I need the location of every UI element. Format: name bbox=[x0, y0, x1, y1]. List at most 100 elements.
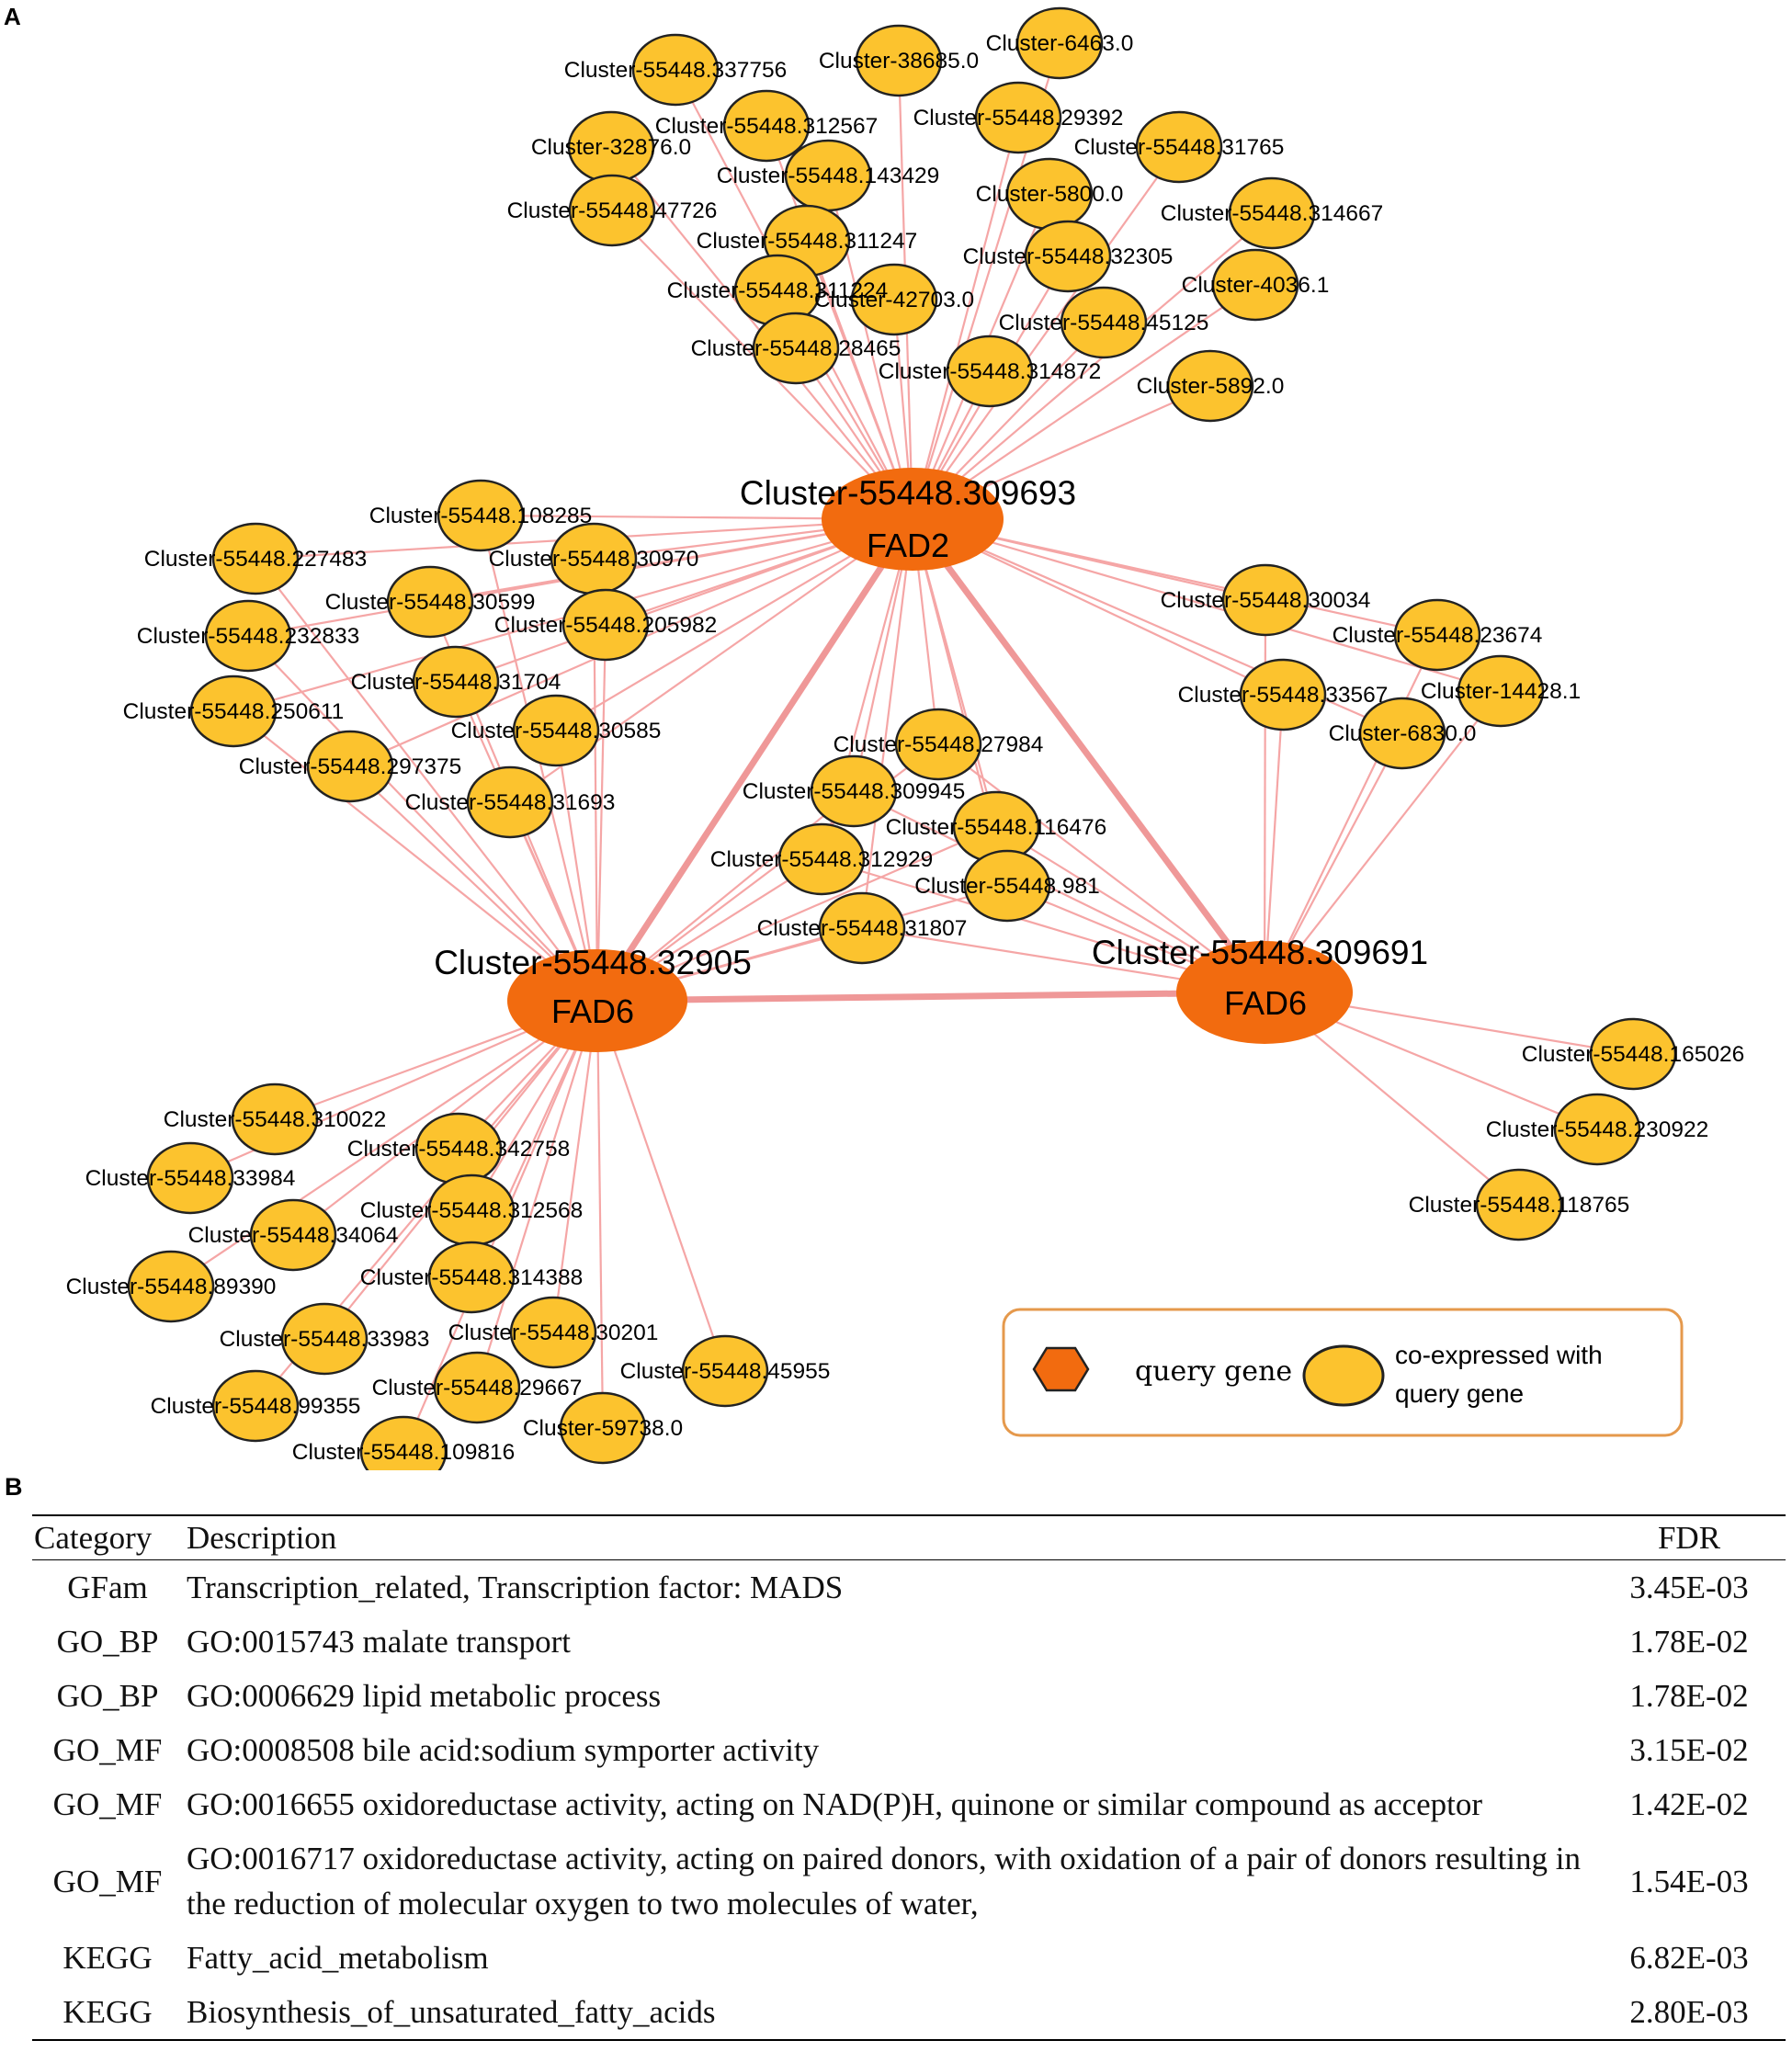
coexpressed-gene-node bbox=[1221, 563, 1310, 637]
gene-node-label: Cluster-55448.33567 bbox=[1178, 683, 1389, 708]
query-gene-name: Cluster-55448.309691 bbox=[1092, 934, 1428, 971]
coexpressed-gene-node bbox=[412, 645, 500, 719]
gene-node-label: Cluster-55448.310022 bbox=[164, 1107, 386, 1132]
row-description: Biosynthesis_of_unsaturated_fatty_acids bbox=[187, 1994, 716, 2030]
header-description: Description bbox=[187, 1520, 337, 1556]
row-category: GFam bbox=[67, 1570, 148, 1605]
edge bbox=[255, 558, 598, 1002]
gene-node-label: Cluster-55448.205982 bbox=[494, 613, 717, 638]
coexpressed-gene-node bbox=[231, 1083, 319, 1156]
gene-node-label: Cluster-55448.31765 bbox=[1074, 135, 1285, 160]
header-category: Category bbox=[34, 1520, 153, 1556]
gene-node-label: Cluster-55448.297375 bbox=[239, 754, 461, 779]
row-fdr: 6.82E-03 bbox=[1629, 1940, 1749, 1976]
row-description: GO:0016717 oxidoreductase activity, acti… bbox=[187, 1841, 1581, 1921]
coexpressed-gene-node bbox=[894, 708, 982, 781]
legend: query gene co-expressed with query gene bbox=[1002, 1308, 1684, 1437]
gene-node-label: Cluster-55448.30201 bbox=[448, 1321, 659, 1345]
coexpressed-gene-node bbox=[211, 522, 300, 595]
edge bbox=[170, 1000, 598, 1287]
coexpressed-gene-node bbox=[818, 891, 906, 965]
gene-node-label: Cluster-55448.33983 bbox=[220, 1327, 430, 1352]
coexpressed-gene-node bbox=[1024, 220, 1112, 293]
table-row: GO_BP GO:0015743 malate transport 1.78E-… bbox=[32, 1615, 1786, 1669]
panel-b-letter: B bbox=[5, 1473, 23, 1501]
query-gene-symbol: FAD6 bbox=[551, 992, 634, 1030]
query-gene-node bbox=[507, 949, 687, 1052]
edge bbox=[912, 517, 1438, 637]
nodes bbox=[127, 6, 1677, 1470]
row-category: GO_MF bbox=[52, 1863, 163, 1899]
row-description: Transcription_related, Transcription fac… bbox=[187, 1570, 844, 1605]
coexpressed-gene-node bbox=[777, 822, 866, 896]
legend-query-label: query gene bbox=[1135, 1355, 1292, 1388]
coexpressed-gene-node bbox=[1228, 176, 1316, 250]
row-description: GO:0008508 bile acid:sodium symporter ac… bbox=[187, 1732, 820, 1768]
coexpressed-gene-node bbox=[359, 1415, 448, 1470]
gene-node-label: Cluster-55448.31693 bbox=[405, 790, 616, 815]
gene-node-label: Cluster-55448.23674 bbox=[1333, 623, 1543, 648]
row-category: KEGG bbox=[62, 1940, 153, 1976]
coexpressed-gene-node bbox=[1589, 1017, 1677, 1091]
coexpressed-gene-node bbox=[146, 1141, 234, 1215]
table-row: KEGG Biosynthesis_of_unsaturated_fatty_a… bbox=[32, 1985, 1786, 2040]
edge bbox=[551, 1000, 599, 1333]
row-category: GO_BP bbox=[56, 1624, 159, 1660]
gene-node-label: Cluster-55448.30034 bbox=[1161, 588, 1371, 613]
edge bbox=[247, 635, 598, 1002]
edge bbox=[595, 1000, 727, 1372]
edge bbox=[860, 518, 914, 929]
table-row: GFam Transcription_related, Transcriptio… bbox=[32, 1560, 1786, 1615]
hub-edge bbox=[596, 989, 1265, 1004]
coexpressed-gene-node bbox=[1166, 349, 1254, 423]
coexpressed-gene-node bbox=[1211, 248, 1299, 322]
query-gene-hexagon-icon bbox=[1032, 1346, 1090, 1392]
coexpressed-gene-node bbox=[1553, 1093, 1641, 1166]
row-fdr: 3.15E-02 bbox=[1629, 1732, 1749, 1768]
gene-node-label: Cluster-55448.312929 bbox=[710, 847, 933, 872]
table-header-row: Category Description FDR bbox=[32, 1515, 1786, 1560]
gene-node-label: Cluster-55448.32305 bbox=[963, 244, 1174, 269]
gene-node-label: Cluster-38685.0 bbox=[819, 49, 979, 74]
gene-node-label: Cluster-55448.312568 bbox=[360, 1198, 583, 1223]
gene-node-label: Cluster-55448.29392 bbox=[913, 106, 1124, 130]
gene-node-label: Cluster-55448.314872 bbox=[879, 359, 1101, 384]
edge bbox=[912, 146, 1180, 520]
coexpressed-gene-node bbox=[433, 1351, 521, 1424]
gene-node-label: Cluster-32876.0 bbox=[531, 135, 691, 160]
coexpressed-gene-node bbox=[189, 674, 278, 748]
coexpressed-gene-node bbox=[561, 588, 650, 662]
edge bbox=[912, 212, 1273, 520]
gene-node-label: Cluster-55448.309945 bbox=[743, 779, 965, 804]
gene-node-label: Cluster-55448.45125 bbox=[999, 311, 1209, 335]
gene-node-label: Cluster-55448.143429 bbox=[717, 164, 939, 188]
legend-box bbox=[1002, 1308, 1684, 1437]
coexpressed-gene-node bbox=[568, 174, 656, 247]
edge bbox=[1264, 690, 1502, 993]
coexpressed-gene-node bbox=[722, 89, 811, 163]
edge bbox=[233, 710, 598, 1002]
coexpressed-gene-node bbox=[559, 1391, 647, 1465]
row-fdr: 1.78E-02 bbox=[1629, 1624, 1749, 1660]
coexpressed-gene-node bbox=[963, 849, 1051, 923]
gene-node-label: Cluster-55448.27984 bbox=[834, 732, 1044, 757]
gene-node-label: Cluster-14428.1 bbox=[1421, 679, 1581, 704]
gene-node-label: Cluster-55448.312567 bbox=[655, 114, 878, 139]
edge bbox=[853, 790, 1265, 993]
coexpressed-gene-node bbox=[1060, 286, 1148, 359]
query-gene-name: Cluster-55448.32905 bbox=[434, 944, 752, 981]
gene-node-label: Cluster-55448.250611 bbox=[123, 699, 345, 724]
table-row: GO_BP GO:0006629 lipid metabolic process… bbox=[32, 1669, 1786, 1723]
gene-node-label: Cluster-55448.118765 bbox=[1409, 1193, 1630, 1218]
row-description: Fatty_acid_metabolism bbox=[187, 1940, 489, 1976]
gene-node-label: Cluster-55448.30599 bbox=[325, 590, 536, 615]
gene-node-label: Cluster-55448.29667 bbox=[372, 1376, 583, 1400]
gene-node-label: Cluster-6463.0 bbox=[986, 31, 1134, 56]
coexpressed-gene-node bbox=[509, 1296, 597, 1369]
hub-edge bbox=[910, 516, 1267, 995]
legend-coexp-label-line1: co-expressed with bbox=[1395, 1341, 1603, 1369]
query-gene-node bbox=[1176, 941, 1353, 1044]
coexpressed-gene-node bbox=[974, 81, 1062, 154]
gene-node-label: Cluster-55448.342758 bbox=[347, 1137, 570, 1162]
coexpressed-gene-node bbox=[249, 1198, 337, 1272]
